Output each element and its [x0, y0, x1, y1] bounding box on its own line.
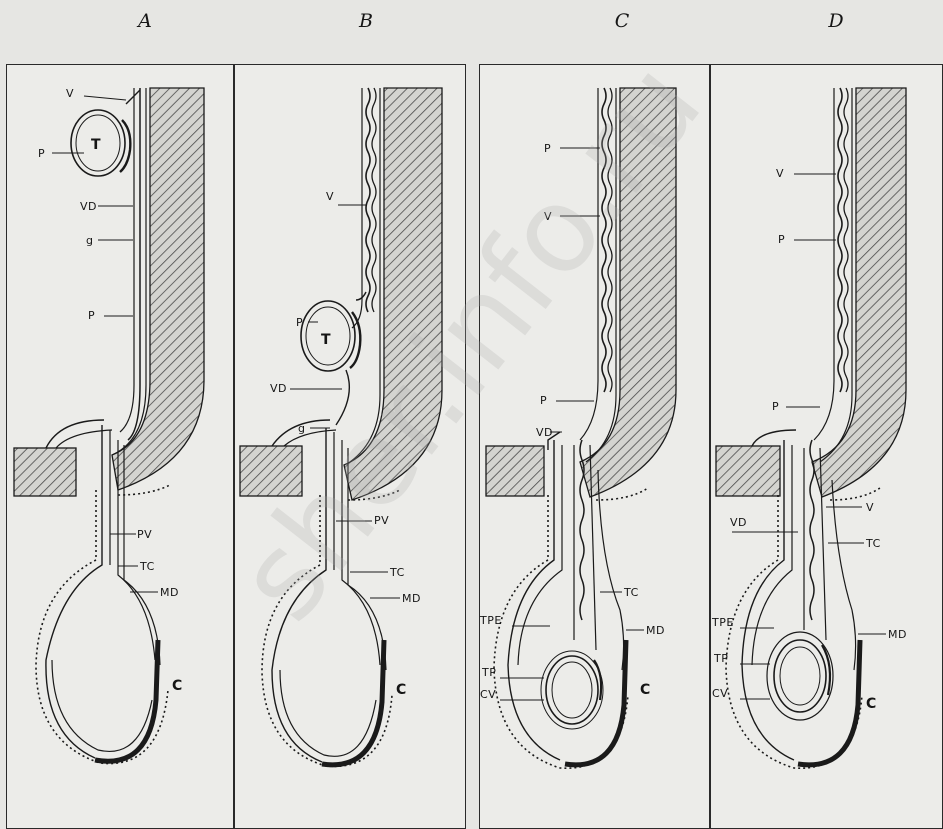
pubic-block-b — [240, 446, 302, 496]
panel-a-diagram — [14, 88, 204, 764]
label-b-vd: VD — [270, 382, 287, 395]
panel-d-diagram — [716, 88, 906, 768]
label-c-tp: TP — [481, 666, 496, 679]
label-b-tc: TC — [389, 566, 405, 579]
label-a-p-main: P — [88, 309, 95, 322]
label-c-v: V — [544, 210, 552, 223]
abdominal-wall-b — [344, 88, 442, 500]
panel-c-diagram — [486, 88, 676, 768]
label-b-md: MD — [402, 592, 421, 605]
label-a-v: V — [66, 87, 74, 100]
label-d-md: MD — [888, 628, 907, 641]
label-a-md: MD — [160, 586, 179, 599]
label-d-cv: CV — [712, 687, 728, 700]
label-a-c: C — [172, 678, 182, 694]
label-c-cv: CV — [480, 688, 496, 701]
label-c-tpe: TPE — [479, 614, 502, 627]
testis-c — [546, 656, 598, 724]
abdominal-wall-a — [112, 88, 204, 490]
label-c-tc: TC — [623, 586, 639, 599]
label-b-t: T — [321, 332, 331, 348]
label-c-vd: VD — [536, 426, 553, 439]
label-b-p: P — [296, 316, 303, 329]
label-c-md: MD — [646, 624, 665, 637]
label-a-tc: TC — [139, 560, 155, 573]
label-d-p-low: P — [772, 400, 779, 413]
label-d-v-low: V — [866, 501, 874, 514]
label-b-v: V — [326, 190, 334, 203]
label-c-p-low: P — [540, 394, 547, 407]
label-a-p-testis: P — [38, 147, 45, 160]
label-a-g: g — [86, 234, 93, 247]
label-d-vd: VD — [730, 516, 747, 529]
label-d-tp: TP — [713, 652, 728, 665]
label-b-c: C — [396, 682, 406, 698]
label-b-pv: PV — [374, 514, 389, 527]
pubic-block-c — [486, 446, 544, 496]
label-a-vd: VD — [80, 200, 97, 213]
label-d-tc: TC — [865, 537, 881, 550]
pubic-block-d — [716, 446, 780, 496]
label-a-t: T — [91, 137, 101, 153]
label-d-c: C — [866, 696, 876, 712]
label-c-p-top: P — [544, 142, 551, 155]
pubic-block-a — [14, 448, 76, 496]
abdominal-wall-d — [812, 88, 906, 497]
label-d-tpe: TPE — [711, 616, 734, 629]
testis-d — [774, 640, 826, 712]
label-c-c: C — [640, 682, 650, 698]
abdominal-wall-c — [580, 88, 676, 497]
panel-b-diagram — [240, 88, 442, 766]
label-d-v-top: V — [776, 167, 784, 180]
label-a-pv: PV — [137, 528, 152, 541]
label-b-g: g — [298, 422, 305, 435]
label-d-p-top: P — [778, 233, 785, 246]
